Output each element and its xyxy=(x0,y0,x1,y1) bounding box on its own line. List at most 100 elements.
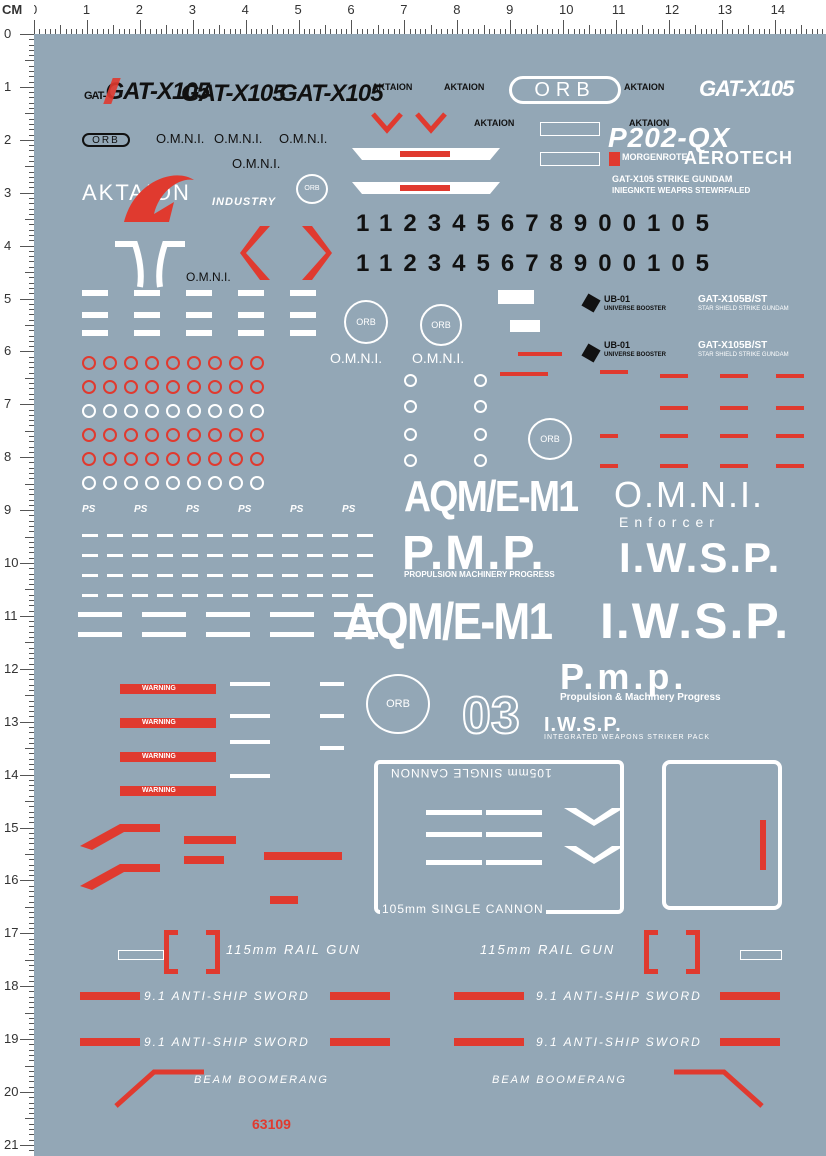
ruler-tick xyxy=(404,20,406,34)
right-frame xyxy=(662,760,782,910)
ruler-tick xyxy=(29,356,34,358)
ruler-tick xyxy=(29,541,34,543)
ruler-tick xyxy=(29,578,34,580)
small-white-decal xyxy=(282,594,298,597)
white-arc-pair xyxy=(115,241,185,288)
small-white-plate xyxy=(78,632,122,637)
ps-mark: PS xyxy=(82,504,96,515)
ruler-tick xyxy=(29,552,34,554)
small-caution-plate xyxy=(82,290,108,296)
ruler-tick xyxy=(652,29,654,34)
ruler-tick xyxy=(29,129,34,131)
ruler-tick xyxy=(20,298,34,300)
small-white-decal xyxy=(357,534,373,537)
small-white-decal xyxy=(82,534,98,537)
ruler-tick xyxy=(29,1139,34,1141)
ruler-tick xyxy=(29,568,34,570)
gat-x105b-label-2: GAT-X105B/ST xyxy=(698,340,768,351)
emblem-circle xyxy=(250,356,264,370)
small-white-decal xyxy=(257,574,273,577)
ruler-tick xyxy=(29,795,34,797)
warning-label: WARNING xyxy=(142,719,176,726)
frame-white-bar xyxy=(486,810,542,815)
ruler-tick xyxy=(229,29,231,34)
warning-label: WARNING xyxy=(142,685,176,692)
anti-ship-sword-1: 9.1 ANTI-SHIP SWORD xyxy=(144,989,310,1003)
ruler-tick xyxy=(594,29,596,34)
decal-number: 8 xyxy=(549,250,574,277)
emblem-circle xyxy=(166,380,180,394)
ruler-tick xyxy=(568,29,570,34)
ruler-tick xyxy=(25,113,34,115)
emblem-circle xyxy=(103,404,117,418)
ruler-top-number: 2 xyxy=(135,2,144,17)
ruler-tick xyxy=(29,732,34,734)
universe-booster-1: UNIVERSE BOOSTER xyxy=(604,306,667,312)
ruler-tick xyxy=(187,29,189,34)
ruler-top-number: 13 xyxy=(717,2,733,17)
small-white-decal xyxy=(182,574,198,577)
aktaion-small-3: AKTAION xyxy=(624,82,665,92)
ruler-tick xyxy=(29,928,34,929)
decal-sheet: GAT-GAT-X105 GAT-X105 GAT-X105 GAT-X105 … xyxy=(34,34,826,1156)
ruler-tick xyxy=(29,600,34,602)
ruler-tick xyxy=(29,674,34,676)
ps-mark: PS xyxy=(238,504,252,515)
beam-boomerang-right: BEAM BOOMERANG xyxy=(492,1074,627,1086)
ruler-left-number: 10 xyxy=(4,555,19,570)
ruler-tick xyxy=(790,29,792,34)
small-white-plate xyxy=(206,632,250,637)
emblem-circle xyxy=(208,404,222,418)
small-caution-plate xyxy=(238,330,264,336)
ruler-tick xyxy=(20,86,34,88)
ruler-tick xyxy=(29,547,34,549)
ruler-tick xyxy=(29,123,34,125)
ruler-tick xyxy=(25,642,34,644)
emblem-circle xyxy=(103,476,117,490)
ruler-tick xyxy=(298,20,300,34)
ruler-tick xyxy=(123,29,125,34)
ruler-tick xyxy=(29,467,34,469)
ruler-tick xyxy=(29,361,34,363)
ruler-tick xyxy=(29,425,34,427)
ruler-left-number: 17 xyxy=(4,925,19,941)
ruler-tick xyxy=(29,197,34,199)
ruler-tick xyxy=(29,309,34,311)
ruler-left-number: 20 xyxy=(4,1084,19,1099)
emblem-circle xyxy=(124,356,138,370)
beam-boomerang-left: BEAM BOOMERANG xyxy=(194,1074,329,1086)
ruler-tick xyxy=(20,933,34,935)
ruler-top-number: 9 xyxy=(506,2,514,17)
emblem-circle xyxy=(82,476,96,490)
white-v-marks xyxy=(564,808,624,864)
ruler-tick xyxy=(29,1023,34,1025)
white-circle-small xyxy=(404,374,417,387)
warning-strip-right xyxy=(740,950,782,960)
ruler-tick xyxy=(108,29,110,34)
ruler-left-number: 8 xyxy=(4,449,12,465)
ruler-tick xyxy=(29,478,34,480)
ruler-tick xyxy=(150,29,152,34)
ruler-tick xyxy=(29,652,34,654)
ruler-tick xyxy=(711,29,713,34)
white-bracket-bars xyxy=(352,148,500,194)
ruler-tick xyxy=(541,29,543,34)
ruler-tick xyxy=(245,20,247,34)
ruler-tick xyxy=(29,573,34,575)
ruler-tick xyxy=(29,991,34,993)
ruler-left-number: 5 xyxy=(4,290,12,306)
emblem-circle xyxy=(187,452,201,466)
ruler-tick xyxy=(20,880,34,882)
small-white-decal xyxy=(82,554,98,557)
iwsp-large-1: I.W.S.P. xyxy=(619,534,782,581)
ruler-tick xyxy=(29,203,34,205)
ruler-tick xyxy=(795,29,797,34)
ruler-tick xyxy=(145,29,147,34)
ruler-tick xyxy=(29,954,34,956)
ruler-tick xyxy=(29,335,34,337)
number-row-2: 112345678900105 xyxy=(356,250,720,278)
ruler-tick xyxy=(29,896,34,898)
ruler-tick xyxy=(29,816,34,818)
